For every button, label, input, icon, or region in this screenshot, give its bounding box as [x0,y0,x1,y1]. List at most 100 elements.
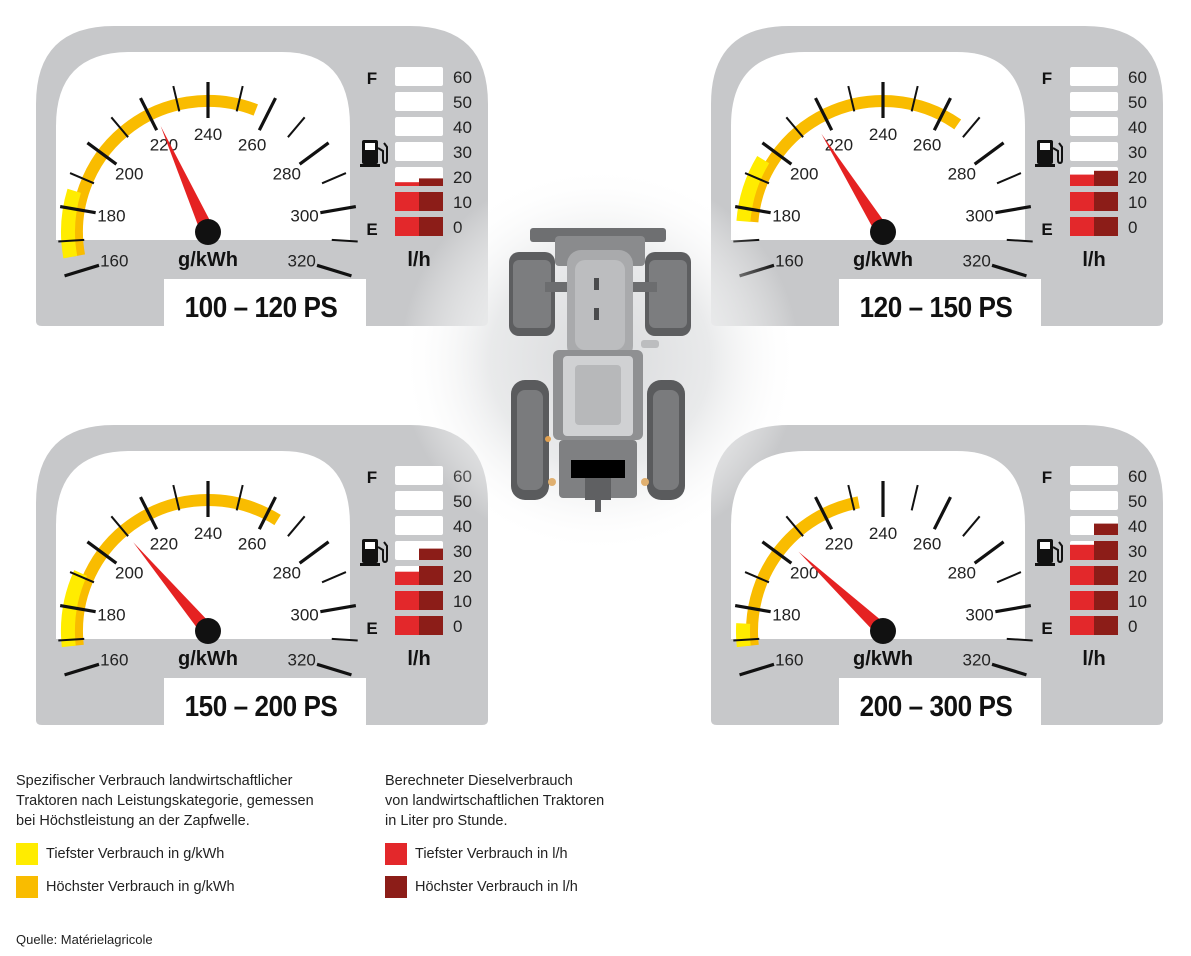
minor-tick [69,172,95,185]
major-tick [932,496,952,530]
fuel-bar-segment [1070,67,1118,86]
fuel-fill-highest [1094,566,1118,585]
minor-tick [110,515,129,537]
minor-tick [321,571,347,584]
fuel-full-label: F [1042,468,1052,487]
tick-label: 280 [273,564,301,583]
fuel-unit-label: l/h [407,249,430,271]
legend-item-lowest-gkwh: Tiefster Verbrauch in g/kWh [16,843,224,865]
fuel-fill-lowest [1070,616,1094,635]
major-tick [59,604,96,614]
needle [160,126,215,235]
tick-label: 240 [194,125,222,144]
power-category-label: 200 – 300 PS [859,691,1013,723]
major-tick [298,141,330,166]
arc-highest-consumption [746,95,962,223]
major-tick [320,205,357,215]
needle [798,551,888,637]
minor-tick [744,571,770,584]
needle-hub [870,219,896,245]
fuel-unit-label: l/h [407,648,430,670]
major-tick [257,496,277,530]
fuel-fill-highest [419,192,443,211]
fuel-fill-lowest [395,591,419,610]
minor-tick [172,484,181,511]
fuel-fill-highest [419,178,443,186]
power-category-label: 120 – 150 PS [859,292,1013,324]
fuel-tick-label: 20 [453,567,472,586]
gauge-graphic: 160180200220240260280300320g/kWh01020304… [711,425,1163,725]
major-tick [316,263,352,278]
legend-consumption: Spezifischer Verbrauch landwirtschaftlic… [16,771,376,831]
source-note: Quelle: Matérielagricole [16,932,153,947]
fuel-fill-lowest [395,571,419,585]
major-tick [973,141,1005,166]
fuel-fill-highest [1094,170,1118,186]
major-tick [761,540,793,565]
minor-tick [785,515,804,537]
arc-highest-consumption [71,94,258,257]
tick-label: 180 [772,605,800,624]
legend-item-label: Tiefster Verbrauch in l/h [415,846,568,862]
fuel-full-label: F [367,69,377,88]
fuel-tick-label: 40 [453,517,472,536]
gauge-unit-label: g/kWh [853,249,913,271]
arc-lowest-consumption [735,623,751,648]
gauge-unit-label: g/kWh [178,249,238,271]
fuel-tick-label: 0 [1128,218,1137,237]
fuel-fill-highest [419,566,443,585]
power-category-label: 100 – 120 PS [184,292,338,324]
major-tick [932,97,952,131]
tick-label: 200 [115,165,143,184]
fuel-full-label: F [1042,69,1052,88]
minor-tick [58,637,85,642]
minor-tick [847,85,856,112]
major-tick [995,604,1032,614]
gauge-unit-label: g/kWh [178,648,238,670]
legend-item-highest-lh: Höchster Verbrauch in l/h [385,876,578,898]
major-tick [139,97,159,131]
legend-item-label: Höchster Verbrauch in g/kWh [46,879,235,895]
legend-consumption-text: Spezifischer Verbrauch landwirtschaftlic… [16,773,314,829]
minor-tick [58,238,85,243]
major-tick [64,662,100,677]
fuel-fill-lowest [1070,192,1094,211]
fuel-bar-segment [395,67,443,86]
fuel-pump-icon [1035,140,1063,167]
tick-label: 240 [869,524,897,543]
fuel-fill-lowest [1070,591,1094,610]
minor-tick [69,571,95,584]
fuel-fill-highest [419,591,443,610]
major-tick [739,662,775,677]
fuel-bar-segment [395,466,443,485]
fuel-tick-label: 30 [1128,143,1147,162]
tick-label: 260 [238,534,266,553]
fuel-tick-label: 60 [1128,467,1147,486]
fuel-fill-lowest [1070,544,1094,560]
minor-tick [235,484,244,511]
fuel-fill-lowest [395,192,419,211]
tick-label: 240 [869,125,897,144]
tick-label: 160 [100,252,128,271]
arc-lowest-consumption [736,155,770,223]
fuel-tick-label: 0 [453,617,462,636]
fuel-bar-segment [395,516,443,535]
minor-tick [110,116,129,138]
tick-label: 320 [288,252,316,271]
tractor-illustration [400,165,800,555]
fuel-fill-lowest [1070,174,1094,186]
minor-tick [331,637,358,642]
fuel-fill-lowest [395,217,419,236]
fuel-fill-highest [419,217,443,236]
major-tick [64,263,100,278]
needle [133,542,214,636]
fuel-fill-highest [1094,192,1118,211]
legend-item-label: Tiefster Verbrauch in g/kWh [46,846,225,862]
minor-tick [287,515,306,537]
legend-swatch-yellow [16,843,38,865]
gauge-graphic: 160180200220240260280300320g/kWh01020304… [36,26,488,326]
fuel-tick-label: 10 [453,592,472,611]
tick-label: 300 [965,605,993,624]
major-tick [991,662,1027,677]
